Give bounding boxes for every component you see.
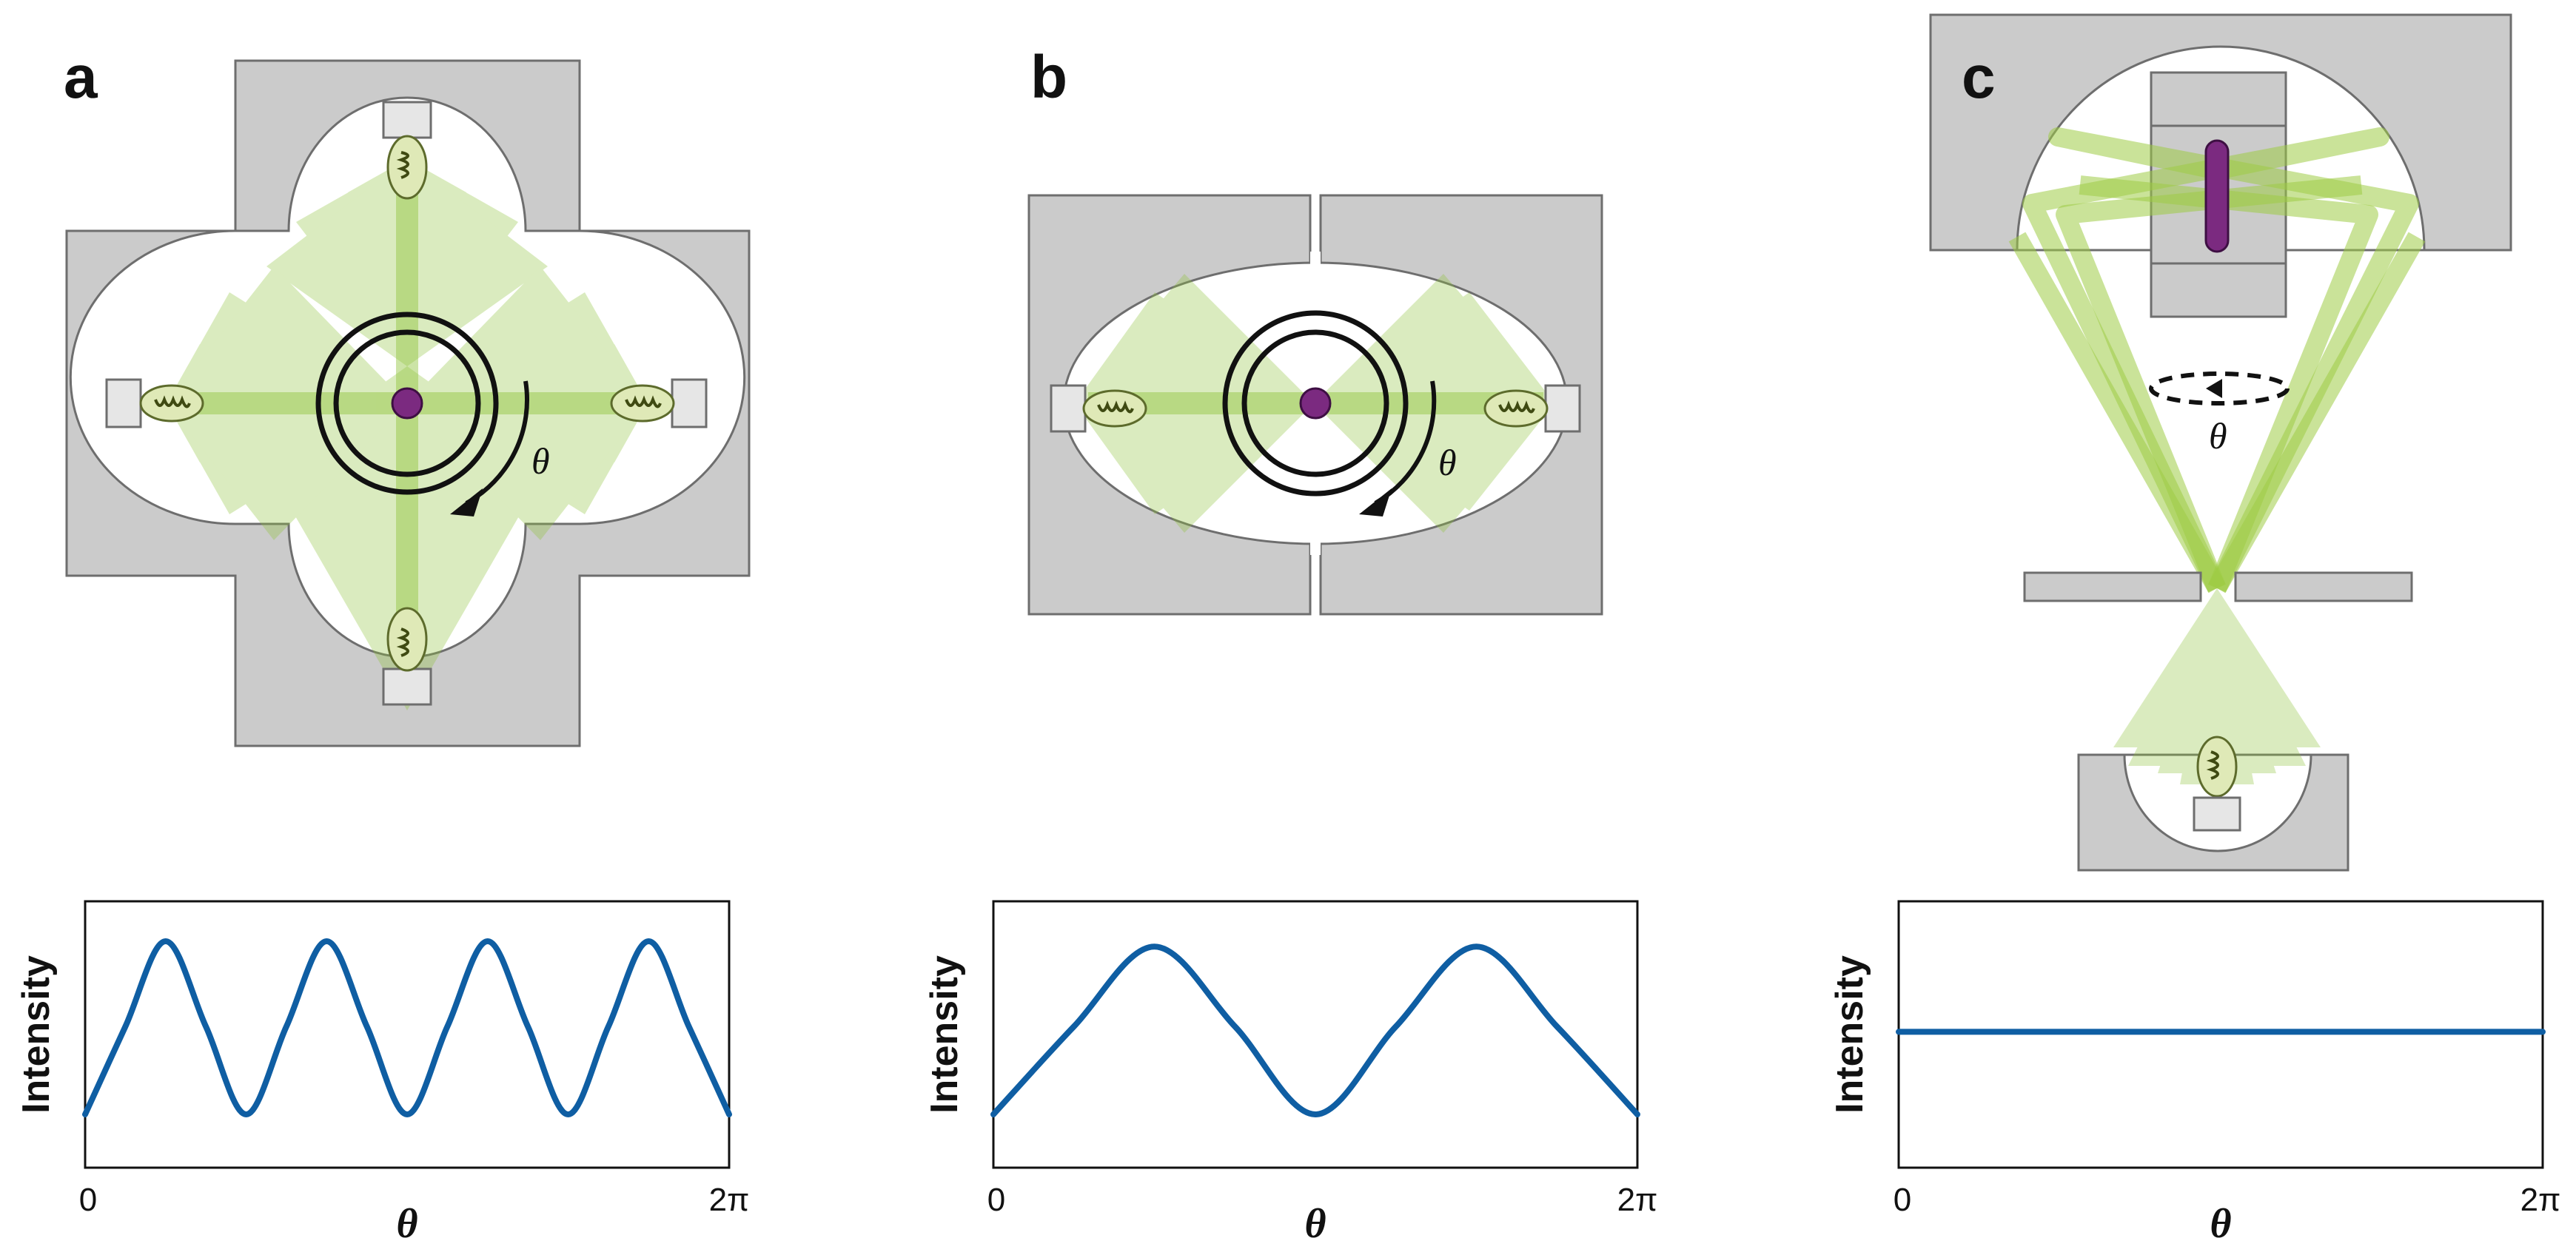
- lamp-icon: [2193, 736, 2241, 832]
- chart-b-xtick-0: 0: [987, 1182, 1005, 1218]
- lamp-icon: [610, 378, 708, 428]
- chart-b: Intensity 0 2π θ: [923, 900, 1658, 1247]
- chart-b-ylabel: Intensity: [923, 955, 966, 1114]
- panel-c-aperture-right: [2234, 571, 2413, 602]
- panel-b-inner-ring: [1241, 329, 1389, 477]
- lamp-icon: [1483, 384, 1581, 433]
- lamp-icon: [105, 378, 204, 428]
- chart-a-series-line: [82, 938, 732, 1117]
- panel-c-rod-sample: [2204, 139, 2230, 253]
- chart-b-xlabel: θ: [1304, 1201, 1326, 1247]
- chart-c-ylabel: Intensity: [1828, 955, 1871, 1114]
- chart-a: Intensity 0 2π θ: [15, 900, 750, 1247]
- rotation-arrow-icon: [450, 380, 529, 517]
- panel-a-inner-ring: [333, 329, 481, 477]
- panel-b-theta: θ: [1438, 442, 1457, 483]
- panel-c-beams: [2008, 127, 2426, 593]
- sample-dot-icon: [1299, 387, 1332, 420]
- chart-b-series-line: [990, 943, 1640, 1117]
- panel-c-label: c: [1962, 44, 1996, 111]
- chart-a-xtick-0: 0: [79, 1182, 97, 1218]
- chart-b-frame: [992, 900, 1639, 1169]
- chart-a-frame: [84, 900, 731, 1169]
- panel-b-label: b: [1030, 44, 1067, 111]
- rotation-arrow-icon: [1359, 380, 1437, 517]
- sample-dot-icon: [391, 387, 423, 420]
- panel-c-diagram: c θ: [1929, 13, 2512, 872]
- chart-a-ylabel: Intensity: [15, 955, 58, 1114]
- chart-c: Intensity 0 2π θ: [1828, 900, 2561, 1247]
- panel-b-diagram: b θ: [1027, 44, 1603, 616]
- lamp-icon: [382, 101, 432, 200]
- panel-c-theta: θ: [2209, 415, 2227, 457]
- panel-a-label: a: [64, 44, 98, 111]
- chart-a-xlabel: θ: [396, 1201, 417, 1247]
- rotation-arrow-icon: [2206, 379, 2222, 398]
- panel-c-lamp-beams: [2113, 588, 2321, 784]
- chart-b-xtick-1: 2π: [1617, 1182, 1658, 1218]
- panel-a-cavity: [69, 96, 746, 659]
- chart-c-xtick-0: 0: [1894, 1182, 1911, 1218]
- chart-a-xtick-1: 2π: [709, 1182, 750, 1218]
- panel-a-outer-ring: [315, 312, 499, 495]
- chart-c-xtick-1: 2π: [2520, 1182, 2561, 1218]
- panel-c-aperture-left: [2023, 571, 2202, 602]
- chart-c-xlabel: θ: [2210, 1201, 2231, 1247]
- panel-c-rotation-ellipse: [2149, 371, 2290, 406]
- panel-a-diagram: a: [64, 44, 751, 747]
- panel-a-theta: θ: [531, 440, 550, 482]
- panel-b-outer-ring: [1222, 310, 1409, 497]
- lamp-icon: [1050, 384, 1147, 433]
- lamp-icon: [382, 607, 432, 706]
